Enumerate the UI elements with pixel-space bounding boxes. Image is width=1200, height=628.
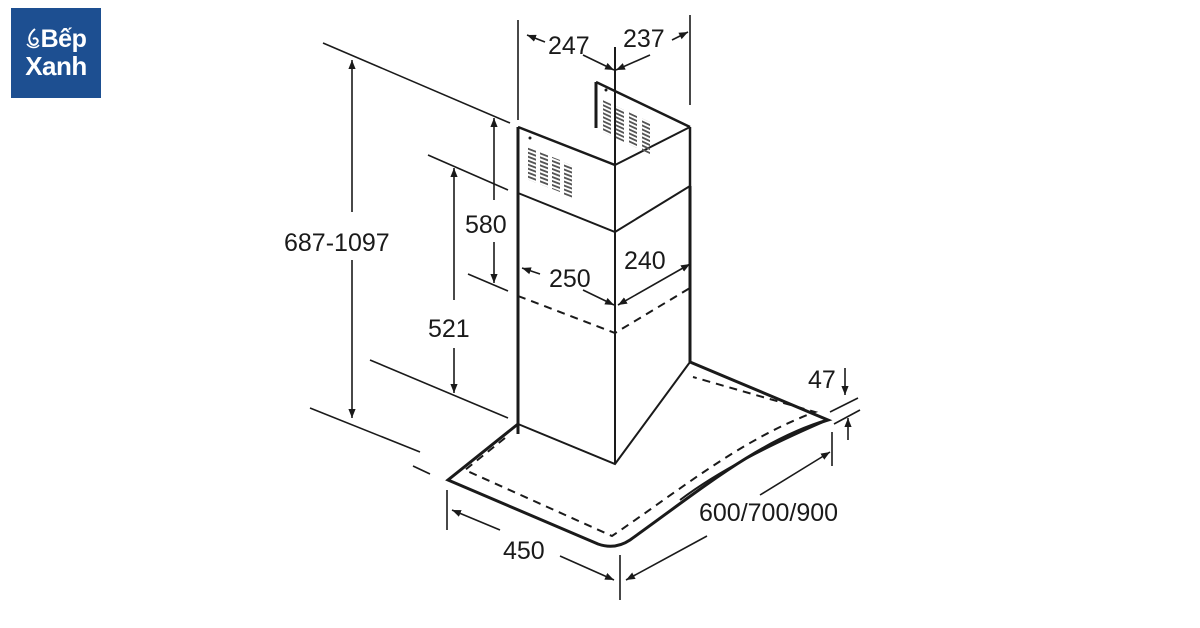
vent-grille-front [528,147,572,198]
dim-chimney-width-left: 247 [548,32,590,60]
dim-lower-chimney-height: 521 [428,315,470,343]
dim-hood-depth: 450 [503,537,545,565]
brand-logo: Bếp Xanh [11,8,101,98]
dim-hood-width-options: 600/700/900 [699,499,838,527]
logo-text-line1: Bếp [40,25,87,53]
vent-grille-back [603,100,650,155]
dim-total-height-range: 687-1097 [284,229,390,257]
dimension-lines [309,15,861,600]
dimension-labels: 247 237 580 687-1097 521 250 240 47 450 … [284,25,838,565]
hood-body [445,47,833,548]
dim-canopy-thickness: 47 [808,366,836,394]
dim-chimney-width-right: 237 [623,25,665,53]
dim-duct-width-left: 250 [549,265,591,293]
logo-row-1: Bếp [26,26,87,52]
dim-duct-width-right: 240 [624,247,666,275]
logo-text-line2: Xanh [25,51,87,81]
flame-swirl-icon [26,28,40,49]
dim-upper-chimney-height: 580 [465,211,507,239]
